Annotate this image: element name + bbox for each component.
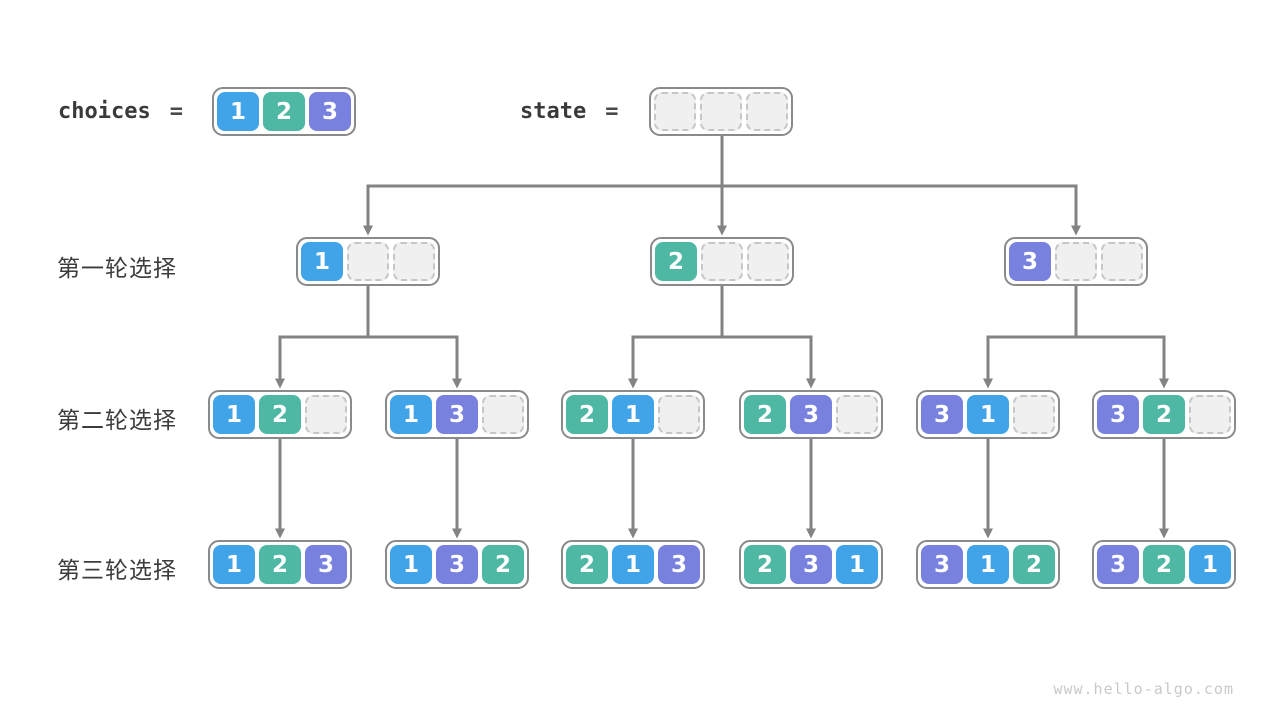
value-cell-1: 1 (612, 545, 654, 584)
value-cell-3: 3 (436, 545, 478, 584)
empty-cell (654, 92, 696, 131)
value-cell-3: 3 (790, 395, 832, 434)
value-cell-2: 2 (655, 242, 697, 281)
state-box-round1-2: 2 (650, 237, 794, 286)
value-cell-2: 2 (1013, 545, 1055, 584)
value-cell-1: 1 (213, 395, 255, 434)
value-cell-1: 1 (390, 545, 432, 584)
value-cell-3: 3 (1097, 395, 1139, 434)
value-cell-3: 3 (1097, 545, 1139, 584)
empty-cell (658, 395, 700, 434)
value-cell-1: 1 (612, 395, 654, 434)
value-cell-2: 2 (259, 545, 301, 584)
empty-cell (393, 242, 435, 281)
empty-cell (836, 395, 878, 434)
empty-cell (746, 92, 788, 131)
row-label-round-3: 第三轮选择 (57, 558, 177, 584)
value-cell-2: 2 (259, 395, 301, 434)
empty-cell (747, 242, 789, 281)
empty-cell (1055, 242, 1097, 281)
empty-cell (700, 92, 742, 131)
watermark: www.hello-algo.com (1053, 680, 1234, 698)
value-cell-3: 3 (921, 395, 963, 434)
value-cell-2: 2 (1143, 395, 1185, 434)
value-cell-1: 1 (390, 395, 432, 434)
state-expression: state = (520, 87, 618, 136)
state-array (649, 87, 793, 136)
value-cell-2: 2 (482, 545, 524, 584)
choices-label: choices (58, 99, 151, 124)
value-cell-1: 1 (836, 545, 878, 584)
value-cell-3: 3 (436, 395, 478, 434)
value-cell-2: 2 (263, 92, 305, 131)
value-cell-3: 3 (305, 545, 347, 584)
empty-cell (1189, 395, 1231, 434)
row-label-round-1: 第一轮选择 (57, 256, 177, 282)
value-cell-1: 1 (967, 395, 1009, 434)
value-cell-1: 1 (213, 545, 255, 584)
equals-sign: = (169, 99, 183, 124)
value-cell-1: 1 (217, 92, 259, 131)
state-box-round1-3: 3 (1004, 237, 1148, 286)
choices-expression: choices = (58, 87, 183, 136)
value-cell-3: 3 (790, 545, 832, 584)
state-box-round1-1: 1 (296, 237, 440, 286)
value-cell-2: 2 (744, 395, 786, 434)
value-cell-1: 1 (967, 545, 1009, 584)
value-cell-1: 1 (301, 242, 343, 281)
value-cell-3: 3 (1009, 242, 1051, 281)
value-cell-3: 3 (309, 92, 351, 131)
value-cell-2: 2 (1143, 545, 1185, 584)
equals-sign: = (605, 99, 619, 124)
empty-cell (701, 242, 743, 281)
value-cell-2: 2 (566, 395, 608, 434)
empty-cell (1013, 395, 1055, 434)
empty-cell (482, 395, 524, 434)
row-label-round-2: 第二轮选择 (57, 408, 177, 434)
empty-cell (347, 242, 389, 281)
empty-cell (305, 395, 347, 434)
value-cell-1: 1 (1189, 545, 1231, 584)
value-cell-2: 2 (566, 545, 608, 584)
value-cell-3: 3 (658, 545, 700, 584)
empty-cell (1101, 242, 1143, 281)
state-label: state (520, 99, 587, 124)
value-cell-2: 2 (744, 545, 786, 584)
value-cell-3: 3 (921, 545, 963, 584)
